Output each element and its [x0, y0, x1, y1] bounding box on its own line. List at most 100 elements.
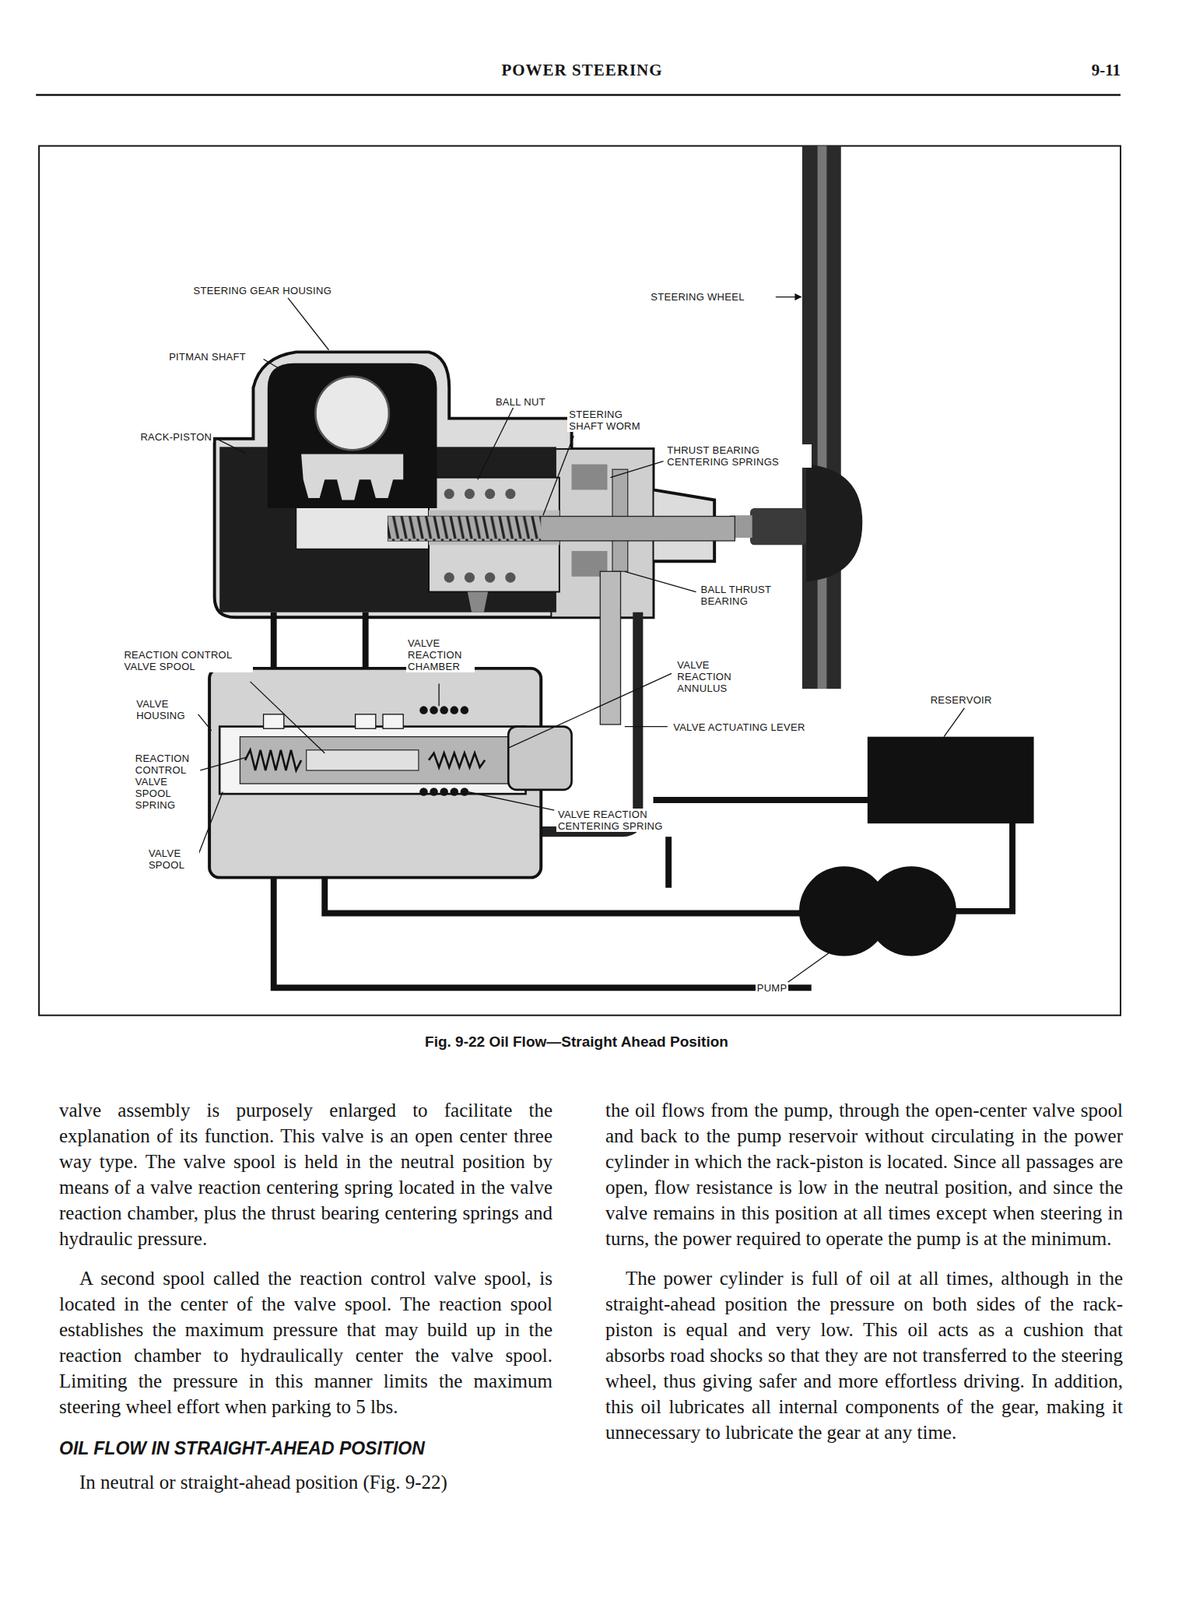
body-paragraph: In neutral or straight-ahead position (F…	[59, 1469, 553, 1495]
leader-line	[943, 708, 965, 737]
pump	[799, 866, 957, 956]
part-label: REACTION CONTROL VALVE SPOOL	[122, 648, 253, 673]
figure-frame	[38, 146, 1121, 1016]
leader-line	[467, 792, 555, 811]
valve-housing	[429, 705, 438, 714]
steering-column	[817, 146, 828, 690]
valve-housing	[219, 726, 526, 795]
text-column: valve assembly is purposely enlarged to …	[59, 1097, 553, 1495]
figure-caption: Fig. 9-22 Oil Flow—Straight Ahead Positi…	[424, 1033, 729, 1051]
gear-housing	[464, 488, 475, 499]
leader-line	[508, 673, 672, 748]
text-column: the oil flows from the pump, through the…	[605, 1097, 1123, 1446]
part-label: VALVE REACTION CHAMBER	[406, 637, 475, 673]
leader-line	[775, 296, 802, 298]
part-label: STEERING SHAFT WORM	[567, 408, 653, 432]
steering-column	[802, 146, 842, 690]
valve-housing	[450, 705, 459, 714]
leader-line	[785, 953, 829, 984]
pump	[866, 866, 957, 956]
reservoir	[867, 736, 1035, 824]
valve-housing	[263, 714, 285, 729]
gear-housing	[505, 572, 516, 583]
body-paragraph: valve assembly is purposely enlarged to …	[59, 1097, 553, 1252]
leader-line	[250, 681, 326, 754]
header-rule	[35, 94, 1121, 95]
part-label: BALL NUT	[494, 396, 548, 408]
valve-housing	[419, 705, 428, 714]
gear-housing	[315, 376, 389, 450]
leader-line	[610, 461, 663, 478]
part-label: RACK-PISTON	[138, 431, 214, 443]
gear-housing	[388, 515, 542, 541]
valve-housing	[439, 705, 448, 714]
section-heading: OIL FLOW IN STRAIGHT-AHEAD POSITION	[59, 1436, 553, 1460]
gear-housing	[444, 488, 455, 499]
oil-pipe	[652, 796, 870, 804]
gear-housing	[214, 351, 716, 618]
gear-housing	[388, 515, 736, 541]
part-label: REACTION CONTROL VALVE SPOOL SPRING	[133, 752, 200, 811]
leader-line	[218, 439, 246, 453]
steering-column	[806, 464, 863, 583]
part-label: VALVE HOUSING	[134, 697, 197, 722]
valve-housing	[450, 787, 459, 796]
leader-line	[287, 298, 329, 351]
valve-housing	[439, 787, 448, 796]
leader-line	[543, 435, 574, 516]
leader-line	[624, 571, 697, 592]
page-header: POWER STEERING	[501, 60, 663, 81]
gear-housing	[301, 453, 404, 500]
steering-column	[729, 146, 863, 690]
gear-housing	[505, 488, 516, 499]
valve-housing	[239, 736, 510, 784]
gear-housing	[267, 363, 438, 509]
oil-pipe	[954, 821, 1013, 912]
part-label: PUMP	[755, 982, 790, 994]
part-label: VALVE ACTUATING LEVER	[671, 721, 807, 734]
part-label: STEERING GEAR HOUSING	[192, 284, 334, 297]
part-label: VALVE REACTION ANNULUS	[675, 659, 751, 695]
valve-housing	[508, 726, 572, 790]
header-rule	[35, 94, 1121, 97]
part-label: RESERVOIR	[929, 694, 994, 706]
body-paragraph: A second spool called the reaction contr…	[59, 1265, 553, 1420]
valve-housing	[382, 714, 404, 729]
valve-housing	[355, 714, 376, 729]
leader-line	[198, 714, 212, 731]
valve-housing	[245, 750, 302, 771]
figure-frame	[38, 146, 1121, 1016]
valve-housing	[306, 750, 419, 771]
page-number: 9-11	[1091, 60, 1121, 81]
part-label: VALVE REACTION CENTERING SPRING	[556, 808, 698, 832]
gear-housing	[467, 592, 488, 613]
part-label: PITMAN SHAFT	[167, 350, 248, 363]
gear-housing	[214, 351, 736, 618]
reservoir	[867, 736, 1035, 824]
valve-housing	[419, 787, 428, 796]
leader-line	[198, 792, 223, 856]
leader-line	[438, 683, 439, 707]
part-label: THRUST BEARING CENTERING SPRINGS	[665, 444, 812, 468]
leader-line	[263, 359, 305, 384]
gear-housing	[444, 572, 455, 583]
gear-housing	[484, 488, 495, 499]
valve-tube	[540, 612, 639, 832]
leader-line	[199, 757, 247, 771]
gear-housing	[464, 572, 475, 583]
body-paragraph: The power cylinder is full of oil at all…	[605, 1265, 1123, 1446]
valve-housing	[429, 787, 438, 796]
body-paragraph: the oil flows from the pump, through the…	[605, 1097, 1123, 1252]
part-label: BALL THRUST BEARING	[699, 583, 795, 607]
valve-housing	[209, 668, 541, 878]
leader-line	[624, 726, 668, 727]
leader-line	[477, 406, 514, 480]
valve-housing	[460, 787, 469, 796]
steering-column	[750, 508, 807, 545]
oil-pipe	[665, 836, 672, 888]
valve-housing	[428, 753, 485, 768]
valve-tube	[540, 612, 639, 832]
part-label: VALVE SPOOL	[147, 847, 200, 871]
part-label: STEERING WHEEL	[648, 291, 747, 303]
